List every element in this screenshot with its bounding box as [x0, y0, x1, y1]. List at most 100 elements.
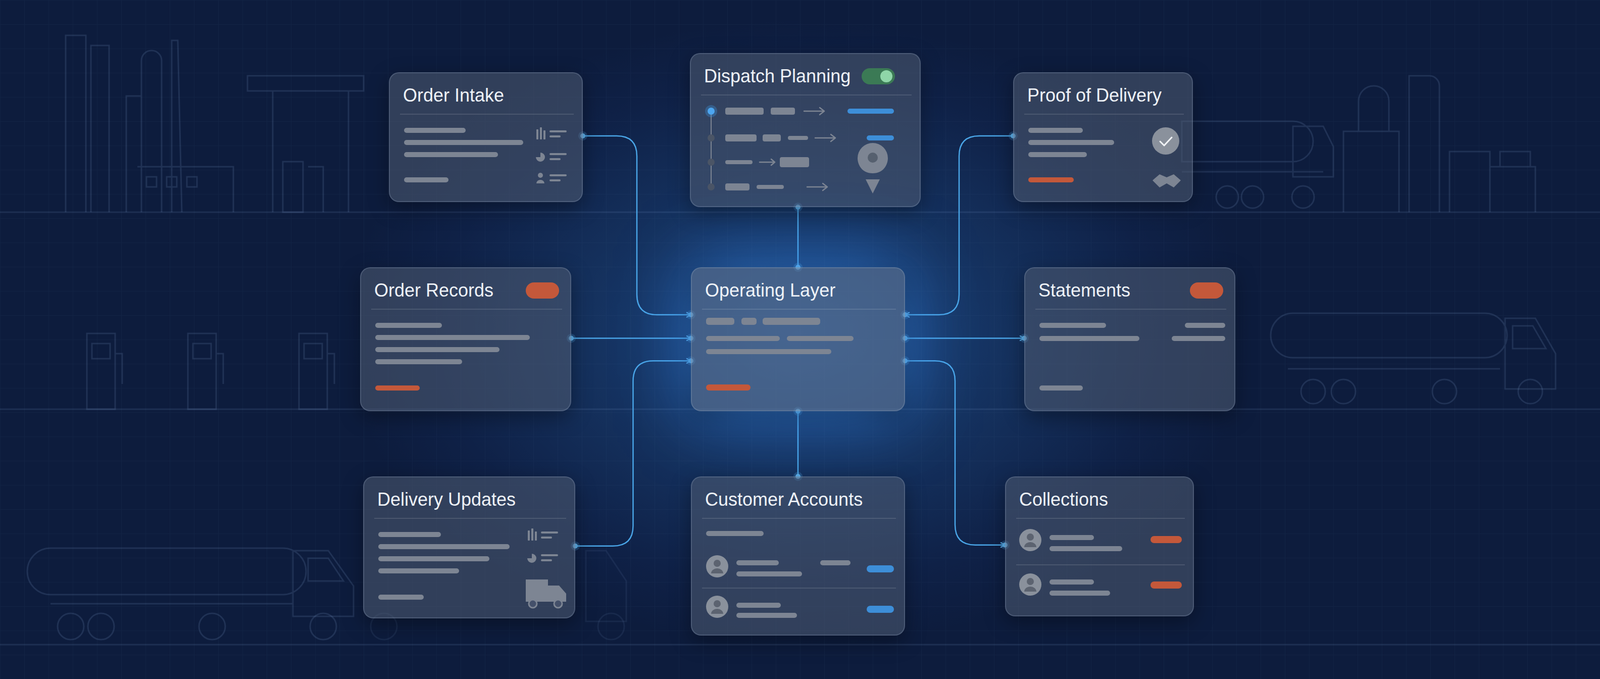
icon-dot [554, 599, 563, 608]
placeholder-bar [787, 135, 809, 140]
placeholder-bar [1028, 152, 1087, 158]
placeholder-bar [706, 348, 832, 355]
placeholder-bar [375, 346, 500, 353]
icon-glyph [711, 568, 724, 574]
icon-glyph [804, 107, 825, 115]
placeholder-bar [736, 560, 779, 566]
connector-line [797, 207, 799, 268]
module-card: Dispatch Planning [689, 53, 921, 208]
module-card: Delivery Updates [363, 476, 576, 619]
placeholder-bar [378, 568, 460, 574]
placeholder-bar [404, 152, 498, 158]
divider-line [1016, 517, 1185, 519]
divider-line [1024, 113, 1184, 115]
connector-line [905, 337, 1025, 339]
placeholder-bar [536, 129, 539, 140]
placeholder-bar [779, 157, 810, 168]
module-card: Order Records [360, 267, 572, 412]
placeholder-bar [1039, 335, 1140, 341]
module-card: Proof of Delivery [1013, 72, 1193, 203]
connector-line [575, 360, 691, 546]
divider-line [374, 517, 567, 519]
icon-glyph [759, 159, 775, 166]
module-card: Operating Layer [690, 267, 906, 412]
card-title: Delivery Updates [364, 477, 529, 511]
icon-dot [880, 70, 893, 83]
placeholder-bar [770, 107, 795, 115]
placeholder-bar [1049, 534, 1094, 540]
card-title: Customer Accounts [691, 477, 876, 511]
placeholder-bar [1049, 545, 1123, 552]
placeholder-bar [404, 127, 466, 133]
card-title: Order Intake [389, 73, 518, 107]
icon-dot [1026, 577, 1034, 585]
placeholder-bar [866, 135, 894, 141]
icon-dot [707, 134, 715, 142]
placeholder-bar [725, 134, 757, 142]
placeholder-bar [375, 359, 463, 365]
card-title: Proof of Delivery [1014, 73, 1175, 107]
placeholder-bar [540, 559, 553, 562]
connector-line [797, 411, 799, 477]
connector-line [905, 360, 1006, 545]
placeholder-bar [756, 184, 784, 189]
icon-dot [707, 183, 715, 191]
icon-glyph [1160, 137, 1172, 146]
placeholder-bar [1150, 535, 1182, 543]
placeholder-bar [1189, 282, 1224, 299]
placeholder-bar [378, 556, 490, 562]
icon-dot [528, 599, 537, 608]
placeholder-bar [404, 139, 524, 145]
placeholder-bar [1028, 127, 1083, 133]
card-title: Order Records [361, 268, 507, 302]
placeholder-bar [706, 335, 780, 341]
module-card: Order Intake [388, 72, 583, 203]
icon-dot [1152, 127, 1180, 155]
icon-glyph [536, 179, 545, 184]
card-title: Operating Layer [691, 268, 849, 302]
placeholder-bar [762, 134, 781, 142]
placeholder-bar [549, 153, 567, 156]
placeholder-bar [549, 179, 561, 182]
placeholder-bar [549, 135, 561, 138]
icon-dot [713, 559, 721, 567]
placeholder-bar [378, 531, 441, 537]
placeholder-bar [378, 594, 424, 600]
icon-glyph [525, 579, 567, 602]
module-card: Customer Accounts [690, 476, 906, 636]
divider-line [702, 308, 896, 310]
placeholder-bar [375, 385, 420, 391]
placeholder-bar [549, 130, 567, 133]
icon-glyph [807, 183, 828, 191]
placeholder-bar [866, 605, 894, 613]
icon-glyph [815, 134, 836, 142]
icon-glyph [711, 608, 724, 614]
placeholder-bar [762, 317, 821, 325]
placeholder-bar [1028, 177, 1074, 183]
placeholder-bar [1016, 564, 1185, 566]
placeholder-bar [706, 384, 751, 391]
icon-glyph [857, 142, 888, 194]
divider-line [400, 113, 574, 115]
placeholder-bar [527, 530, 530, 541]
module-card: Collections [1005, 476, 1194, 617]
divider-line [371, 308, 563, 310]
placeholder-bar [375, 334, 530, 340]
placeholder-bar [1049, 590, 1111, 596]
icon-dot [867, 152, 878, 163]
placeholder-bar [1028, 139, 1115, 145]
icon-glyph [1024, 586, 1037, 592]
placeholder-bar [710, 111, 712, 187]
icon-dot [713, 600, 721, 608]
placeholder-bar [736, 571, 803, 577]
divider-line [1035, 308, 1227, 310]
placeholder-bar [702, 587, 896, 589]
icon-glyph [1152, 174, 1181, 188]
icon-dot [707, 158, 715, 166]
divider-line [701, 94, 912, 96]
card-title: Collections [1006, 477, 1122, 511]
icon-dot [706, 595, 729, 618]
placeholder-bar [1184, 322, 1226, 328]
icon-glyph [535, 152, 545, 162]
